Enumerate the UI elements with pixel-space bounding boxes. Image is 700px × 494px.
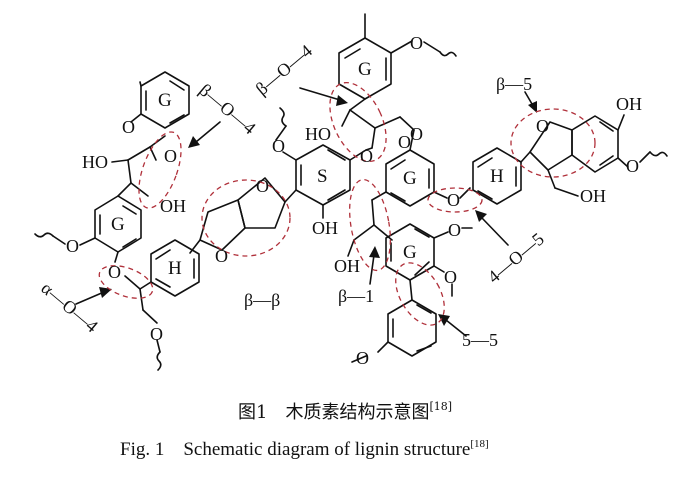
linkage-labels: β—O—4 β—O—4 α—O—4 β—β β—1 β—5 4—O—5 5—5 — [37, 41, 547, 350]
caption-en-text: Fig. 1 Schematic diagram of lignin struc… — [120, 439, 470, 460]
ring-s-center: S — [317, 166, 328, 187]
atom-o-top-chain: O — [410, 124, 423, 144]
atom-oh-upperleft: OH — [160, 196, 186, 216]
atom-o-bottom-ring2: O — [444, 267, 457, 287]
ring-h-right: H — [490, 166, 504, 187]
atom-o-left-side: O — [66, 236, 79, 256]
ring-g-left: G — [111, 214, 125, 235]
atom-oh-s-bottom: OH — [312, 218, 338, 238]
atom-labels: O HO OH O O O O O O OH O O HO O O O O OH… — [66, 33, 642, 368]
caption-cn-ref: [18] — [429, 400, 452, 413]
atom-o-bicyclic-top: O — [256, 176, 269, 196]
atom-o-right-ether: O — [447, 190, 460, 210]
atom-o-bicyclic-bottom: O — [215, 246, 228, 266]
caption-cn-text: 图1 木质素结构示意图 — [238, 402, 429, 423]
atom-o-top-ring: O — [410, 33, 423, 53]
linkage-5-5: 5—5 — [462, 330, 498, 350]
caption-en-ref: [18] — [470, 438, 488, 450]
linkage-beta-o-4-upperleft: β—O—4 — [195, 80, 259, 138]
atom-ho-upperleft: HO — [82, 152, 108, 172]
atom-oh-right: OH — [580, 186, 606, 206]
atom-o-bottom-ring1: O — [448, 220, 461, 240]
ring-h-left: H — [168, 258, 182, 279]
atom-o-right-ring: O — [626, 156, 639, 176]
caption-cn: 图1 木质素结构示意图[18] — [238, 400, 452, 423]
ring-g-top: G — [358, 59, 372, 80]
atom-o-bottom: O — [356, 348, 369, 368]
atom-o-furan: O — [536, 116, 549, 136]
bond-lines — [34, 13, 668, 371]
linkage-beta-5: β—5 — [496, 74, 532, 94]
figure-caption: 图1 木质素结构示意图[18] Fig. 1 Schematic diagram… — [120, 400, 489, 460]
atom-ho-top: HO — [305, 124, 331, 144]
linkage-beta-beta: β—β — [244, 290, 280, 310]
atom-o-s-right: O — [360, 146, 373, 166]
atom-o-upperleft-ring: O — [122, 117, 135, 137]
atom-oh-center: OH — [334, 256, 360, 276]
linkage-alpha-o-4: α—O—4 — [37, 278, 102, 337]
atom-o-s-top: O — [272, 136, 285, 156]
ring-g-bottom: G — [403, 242, 417, 263]
atom-o-center-bridge: O — [398, 132, 411, 152]
linkage-beta-1: β—1 — [338, 286, 374, 306]
linkage-4-o-5: 4—O—5 — [484, 229, 548, 287]
ring-labels: G G G H S G H G — [111, 59, 504, 279]
atom-oh-right-top: OH — [616, 94, 642, 114]
linkage-highlights — [98, 81, 596, 326]
ring-g-right: G — [403, 168, 417, 189]
ring-g-upperleft: G — [158, 90, 172, 111]
caption-en: Fig. 1 Schematic diagram of lignin struc… — [120, 438, 489, 460]
atom-o-left-ring: O — [108, 262, 121, 282]
atom-o-ether-upperleft: O — [164, 146, 177, 166]
atom-o-left-bottom: O — [150, 324, 163, 344]
